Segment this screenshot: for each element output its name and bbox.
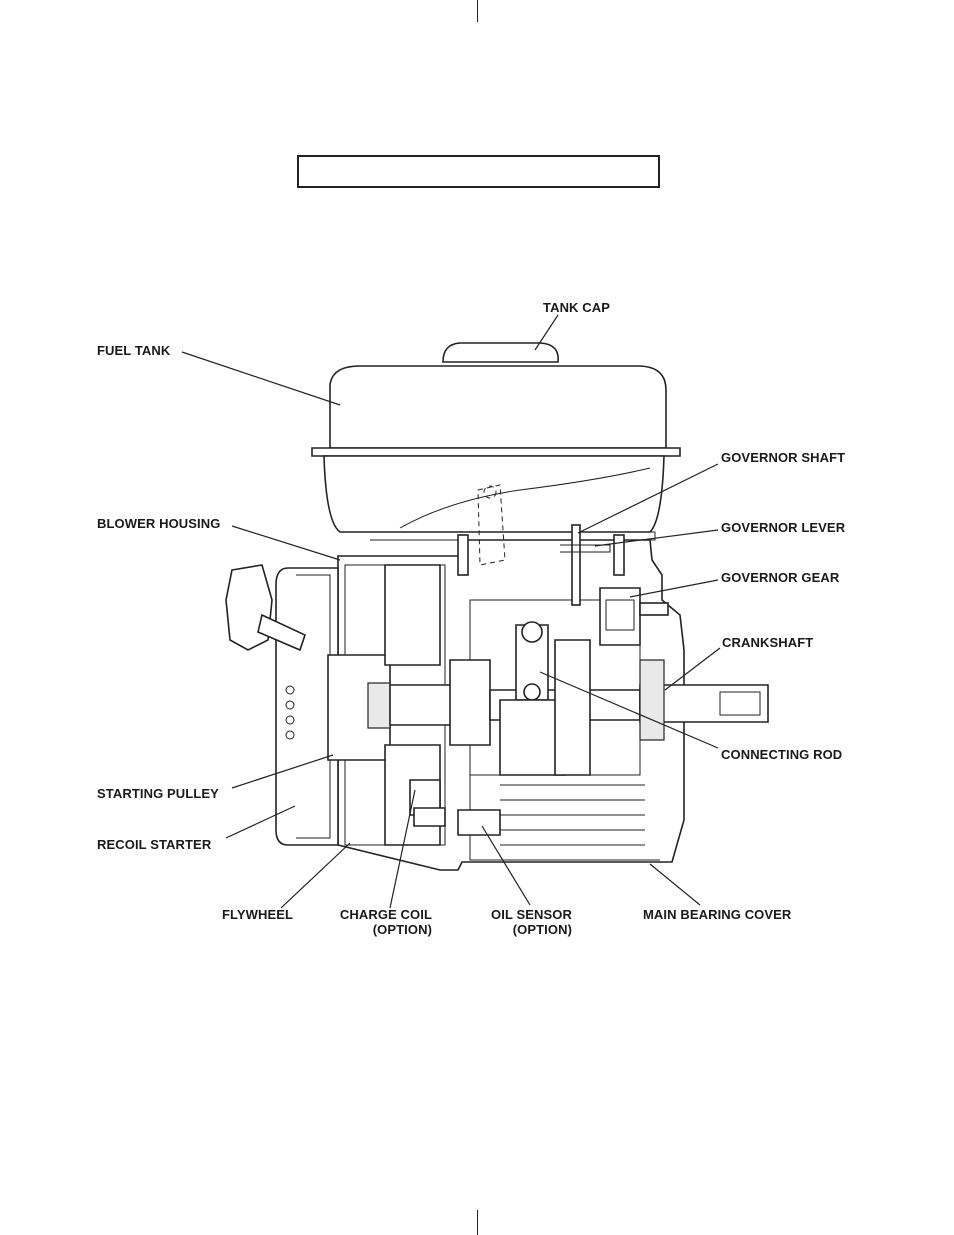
label-governor-lever: GOVERNOR LEVER — [721, 520, 846, 535]
crankshaft-drawing — [389, 659, 769, 746]
recoil-starter-drawing — [225, 564, 339, 846]
label-blower-housing: BLOWER HOUSING — [97, 516, 221, 531]
label-governor-gear: GOVERNOR GEAR — [721, 570, 840, 585]
label-charge-coil-option: (OPTION) — [372, 922, 432, 937]
label-tank-cap: TANK CAP — [543, 300, 610, 315]
leader-lines — [181, 314, 721, 909]
crop-mark-top — [477, 0, 478, 22]
label-governor-shaft: GOVERNOR SHAFT — [721, 450, 846, 465]
label-fuel-tank: FUEL TANK — [97, 343, 171, 358]
tank-cap-shape — [442, 342, 559, 363]
label-main-bearing-cover: MAIN BEARING COVER — [643, 907, 792, 922]
label-charge-coil: CHARGE COIL — [339, 907, 432, 922]
label-recoil-starter: RECOIL STARTER — [97, 837, 212, 852]
label-connecting-rod: CONNECTING ROD — [721, 747, 843, 762]
title-box — [297, 155, 660, 188]
flywheel-drawing — [327, 564, 441, 846]
label-oil-sensor-option: (OPTION) — [512, 922, 572, 937]
crop-mark-bottom — [477, 1210, 478, 1235]
label-flywheel: FLYWHEEL — [222, 907, 294, 922]
label-crankshaft: CRANKSHAFT — [722, 635, 814, 650]
oil-sensor-drawing — [413, 807, 501, 836]
connecting-rod-drawing — [499, 621, 591, 776]
governor-drawing — [457, 484, 669, 646]
label-oil-sensor: OIL SENSOR — [491, 907, 572, 922]
fuel-tank-drawing — [311, 342, 681, 541]
label-starting-pulley: STARTING PULLEY — [97, 786, 219, 801]
